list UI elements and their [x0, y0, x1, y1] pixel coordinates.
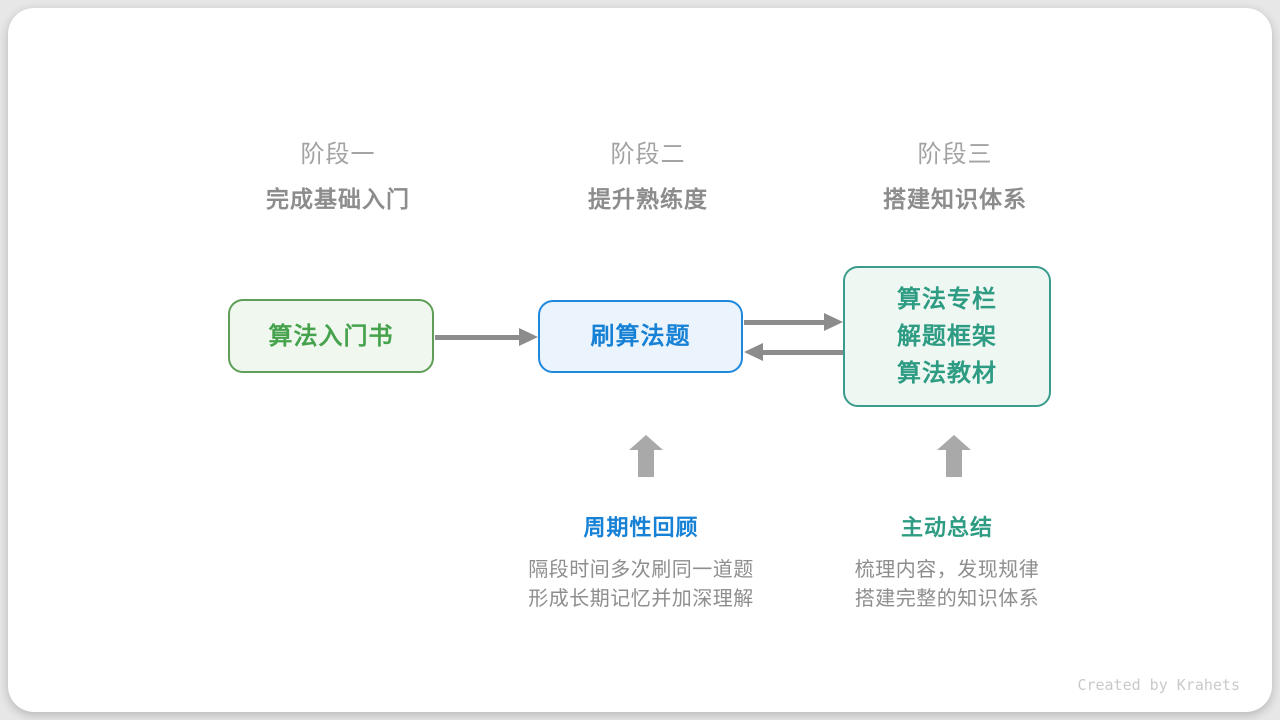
stage1-subtitle: 完成基础入门	[266, 186, 410, 212]
stage3-label: 阶段三	[917, 141, 993, 168]
desc-line: 形成长期记忆并加深理解	[528, 588, 754, 610]
annotation-periodic-review-title: 周期性回顾	[583, 515, 699, 540]
desc-line: 隔段时间多次刷同一道题	[528, 559, 754, 581]
stage2-subtitle: 提升熟练度	[588, 186, 708, 212]
node-label: 算法入门书	[268, 322, 394, 350]
credit-text: Created by Krahets	[1077, 676, 1240, 694]
node-practice-algorithm-problems: 刷算法题	[538, 300, 743, 373]
flow-arrow-stage2-to-stage3-icon	[744, 313, 843, 331]
annotation-periodic-review-desc: 隔段时间多次刷同一道题 形成长期记忆并加深理解	[481, 556, 801, 614]
node-label: 算法教材	[897, 360, 997, 387]
annotation-active-summary-desc: 梳理内容，发现规律 搭建完整的知识体系	[787, 556, 1107, 614]
desc-line: 梳理内容，发现规律	[854, 559, 1040, 581]
diagram-card: 阶段一 完成基础入门 阶段二 提升熟练度 阶段三 搭建知识体系 算法入门书 刷算…	[8, 8, 1272, 712]
node-algorithm-intro-book: 算法入门书	[228, 299, 434, 373]
node-label: 算法专栏	[897, 286, 997, 313]
desc-line: 搭建完整的知识体系	[854, 588, 1040, 610]
stage2-label: 阶段二	[610, 141, 686, 168]
node-label: 刷算法题	[590, 323, 691, 350]
flow-arrow-stage3-to-stage2-icon	[744, 343, 843, 361]
stage3-subtitle: 搭建知识体系	[883, 186, 1027, 212]
node-knowledge-resources: 算法专栏 解题框架 算法教材	[843, 266, 1051, 407]
node-label: 解题框架	[897, 323, 997, 350]
annotation-active-summary-title: 主动总结	[900, 515, 993, 540]
up-arrow-summary-icon	[937, 435, 971, 477]
stage1-label: 阶段一	[300, 141, 376, 168]
flow-arrow-stage1-to-stage2-icon	[435, 328, 538, 346]
up-arrow-review-icon	[629, 435, 663, 477]
